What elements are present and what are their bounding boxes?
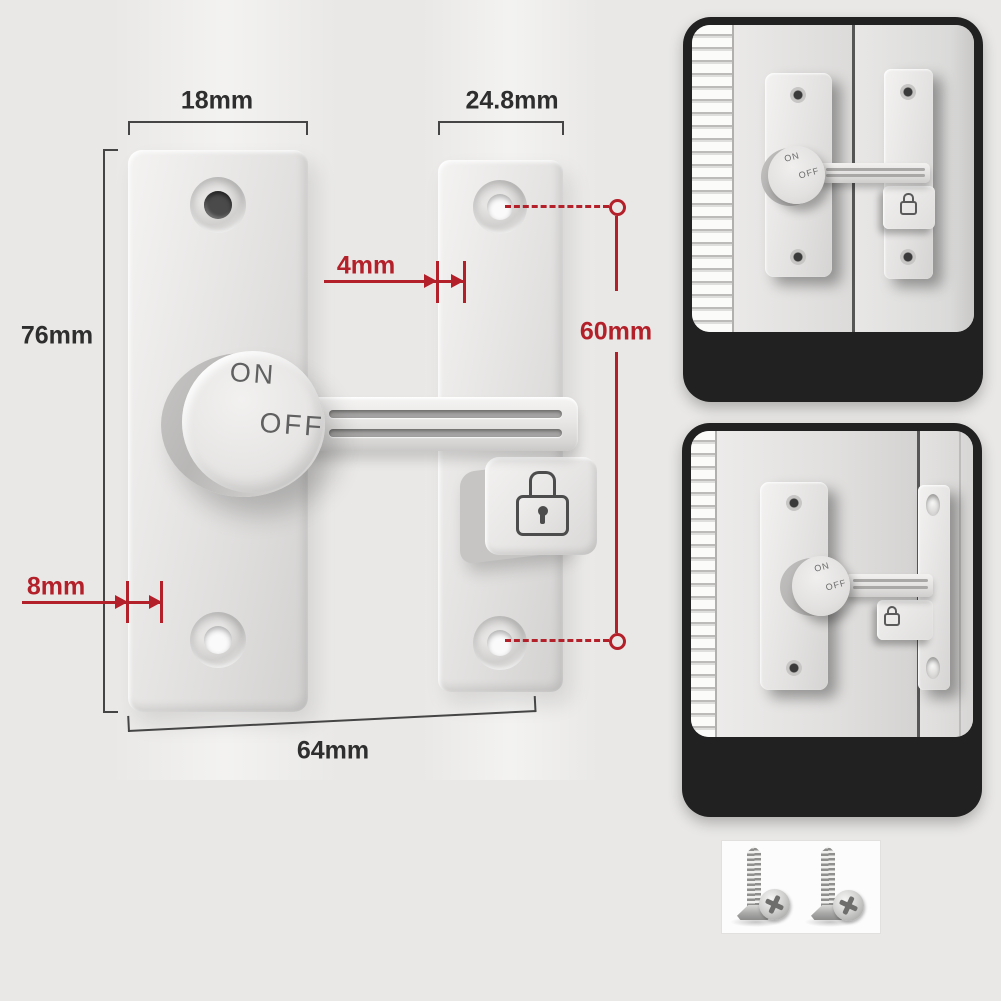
screw-shadow xyxy=(804,917,856,927)
mini-catch xyxy=(883,186,935,229)
mini-padlock-icon xyxy=(903,193,914,202)
on-off-knob: ON OFF xyxy=(182,351,326,493)
frame-edge-line xyxy=(959,431,961,737)
lock-catch-block xyxy=(458,452,610,565)
mini-knob-on: ON xyxy=(783,150,801,164)
dim-label-64mm: 64mm xyxy=(296,736,370,765)
photo-installed-locked: ON OFF xyxy=(683,17,983,402)
dim-ring-bottom xyxy=(609,633,626,650)
mini-padlock-icon-body xyxy=(884,613,900,626)
keyhole-icon xyxy=(538,506,548,516)
screw-hole-bottom-right xyxy=(473,616,527,670)
mini-groove xyxy=(826,174,925,177)
latch-bar-groove xyxy=(329,410,562,418)
mini-padlock-icon xyxy=(887,606,897,614)
mini-screw xyxy=(786,495,802,511)
dim-tick xyxy=(436,261,439,303)
louver-door-texture xyxy=(691,431,717,737)
mini-screw xyxy=(900,84,916,100)
latch-bar-groove xyxy=(329,429,562,437)
mini-screw xyxy=(900,249,916,265)
dim-tick xyxy=(463,261,466,303)
mini-padlock-icon-body xyxy=(900,201,917,215)
screw-hole-bore xyxy=(204,191,232,219)
dim-line-8mm-2 xyxy=(129,601,162,604)
mini-oval-hole xyxy=(926,657,940,679)
screws-image xyxy=(722,841,880,933)
screw-standing xyxy=(747,846,761,908)
dim-label-60mm: 60mm xyxy=(579,317,653,346)
dim-line-76mm xyxy=(103,149,118,713)
dim-label-8mm: 8mm xyxy=(26,572,86,601)
mini-screw xyxy=(790,249,806,265)
mini-oval-hole xyxy=(926,494,940,516)
dim-ring-top xyxy=(609,199,626,216)
dim-tick xyxy=(126,581,129,623)
mini-catch xyxy=(877,600,933,640)
dim-arrow xyxy=(149,595,162,609)
mini-knob: ON OFF xyxy=(792,556,850,616)
mini-knob-off: OFF xyxy=(824,577,848,593)
screw-shadow xyxy=(730,917,782,927)
screw-hole-bottom-left xyxy=(190,612,246,668)
screw-hole-bore xyxy=(487,630,513,656)
mini-groove xyxy=(826,168,925,171)
mini-knob-off: OFF xyxy=(797,165,821,181)
latch-bar xyxy=(305,397,578,451)
dim-dash-top xyxy=(505,205,609,208)
dim-label-76mm: 76mm xyxy=(20,321,94,350)
dim-bracket-24.8mm xyxy=(438,121,564,135)
dim-line-4mm xyxy=(324,280,437,283)
keyhole-icon-stem xyxy=(540,513,545,524)
dim-dash-bottom xyxy=(505,639,609,642)
dim-bracket-18mm xyxy=(128,121,308,135)
dim-label-18mm: 18mm xyxy=(180,86,254,115)
photo-installed-angle: ON OFF xyxy=(682,423,982,817)
dim-label-24.8mm: 24.8mm xyxy=(465,86,559,115)
dim-tick xyxy=(160,581,163,623)
dim-label-4mm: 4mm xyxy=(336,251,396,280)
screw-standing xyxy=(821,846,835,908)
mini-screw xyxy=(786,660,802,676)
mini-screw xyxy=(790,87,806,103)
mini-knob-on: ON xyxy=(813,560,831,574)
screw-hole-top-left xyxy=(190,177,246,233)
dim-line-60mm-lower xyxy=(615,352,618,633)
dim-arrow xyxy=(424,274,437,288)
screw-flat-head xyxy=(759,889,790,920)
mini-knob: ON OFF xyxy=(768,146,825,204)
mini-groove xyxy=(853,586,928,589)
mini-latch-bar xyxy=(847,574,933,597)
louver-door-texture xyxy=(692,25,734,332)
photo-top-image: ON OFF xyxy=(692,25,974,332)
dim-arrow xyxy=(451,274,464,288)
photo-bottom-image: ON OFF xyxy=(691,431,973,737)
dim-line-60mm-upper xyxy=(615,216,618,291)
knob-on-label: ON xyxy=(228,356,278,391)
padlock-icon xyxy=(529,471,556,497)
screw-flat-head xyxy=(833,890,864,921)
catch-front-face xyxy=(485,457,597,555)
mini-latch-bar xyxy=(820,163,930,183)
dim-arrow xyxy=(115,595,128,609)
screw-hole-bore xyxy=(204,626,232,654)
knob-off-label: OFF xyxy=(258,406,326,443)
dim-line-8mm xyxy=(22,601,128,604)
padlock-icon-body xyxy=(516,495,569,536)
mini-groove xyxy=(853,579,928,582)
